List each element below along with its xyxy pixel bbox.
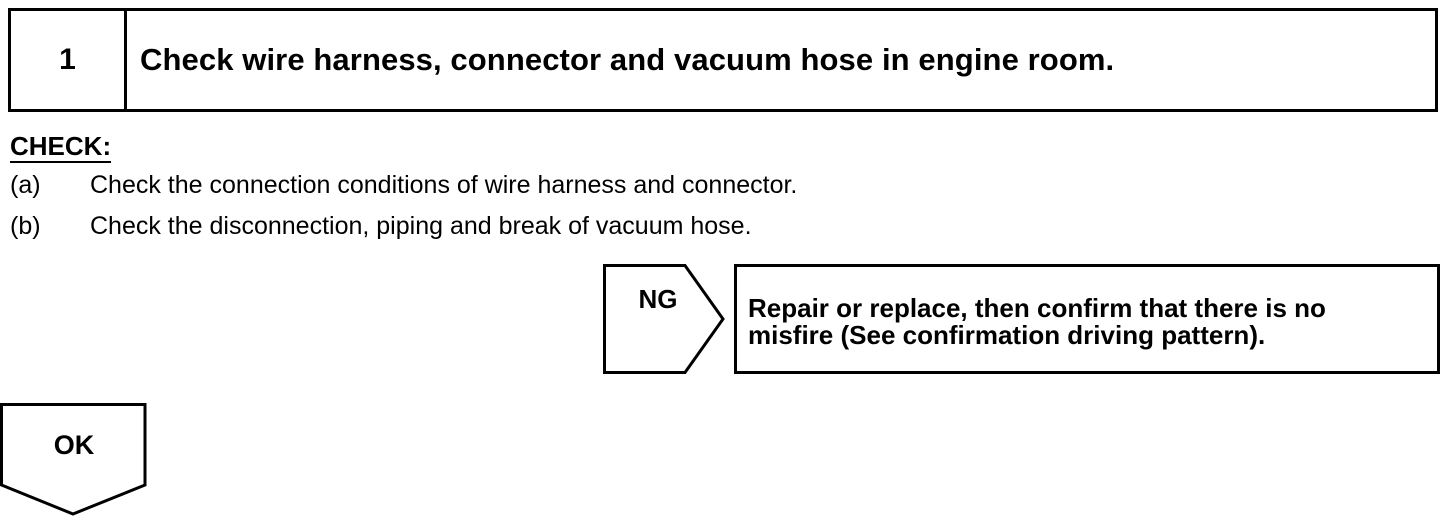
ok-label: OK [53,430,95,460]
check-item-text: Check the connection conditions of wire … [90,171,798,199]
check-item-text: Check the disconnection, piping and brea… [90,212,752,240]
ng-action-line1: Repair or replace, then confirm that the… [748,293,1326,323]
ng-action-line2: misfire (See confirmation driving patter… [748,320,1266,350]
ng-label: NG [638,284,678,314]
ng-action-box: Repair or replace, then confirm that the… [734,264,1440,374]
ng-arrow-shape [603,264,725,374]
step-number: 1 [11,11,127,109]
check-heading: CHECK: [10,131,112,163]
step-title: Check wire harness, connector and vacuum… [140,42,1115,77]
ok-arrow-shape [0,403,147,516]
check-item-marker: (b) [10,212,41,240]
check-item: (b) Check the disconnection, piping and b… [10,211,752,241]
step-header: 1 Check wire harness, connector and vacu… [8,8,1438,112]
check-item-marker: (a) [10,171,41,199]
check-item: (a) Check the connection conditions of wi… [10,170,797,200]
